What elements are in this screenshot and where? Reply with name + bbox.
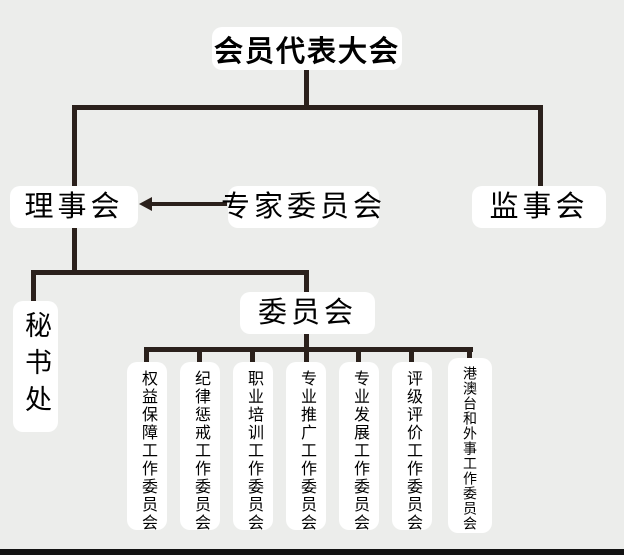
node-supervisory-board: 监事会 — [472, 186, 606, 228]
node-expert-committee: 专家委员会 — [221, 186, 382, 228]
node-member-congress: 会员代表大会 — [212, 27, 402, 70]
connector-secretariat-drop — [31, 270, 36, 304]
node-committee-discipline: 纪律惩戒工作委员会 — [180, 362, 220, 532]
node-secretariat-label: 秘书处 — [21, 311, 51, 422]
connector-committee-drop — [356, 347, 361, 363]
connector-committee-drop — [197, 347, 202, 363]
expert-arrow-line — [151, 202, 227, 206]
connector-hub-drop — [304, 270, 309, 296]
node-supervisory-board-label: 监事会 — [489, 190, 589, 223]
connector-council-drop — [72, 105, 77, 189]
connector-committee-drop — [467, 347, 472, 359]
connector-committee-drop — [250, 347, 255, 363]
connector-level1-horizontal — [72, 105, 543, 110]
node-committee-label: 专业发展工作委员会 — [351, 370, 368, 532]
arrow-left-icon — [139, 197, 152, 211]
node-committee-hub: 委员会 — [240, 292, 375, 334]
node-committee-label: 港澳台和外事工作委员会 — [462, 366, 478, 531]
node-committee-label: 评级评价工作委员会 — [404, 370, 421, 532]
node-committee-hk-macao-taiwan-foreign-affairs: 港澳台和外事工作委员会 — [448, 358, 492, 533]
node-council: 理事会 — [10, 186, 138, 228]
node-committee-vocational-training: 职业培训工作委员会 — [233, 362, 273, 532]
node-secretariat: 秘书处 — [13, 301, 58, 432]
node-committee-professional-promotion: 专业推广工作委员会 — [286, 362, 326, 532]
connector-supervisory-drop — [538, 105, 543, 189]
node-committee-rights-protection: 权益保障工作委员会 — [127, 362, 167, 532]
node-council-label: 理事会 — [24, 190, 124, 223]
node-expert-committee-label: 专家委员会 — [221, 190, 387, 223]
node-committee-label: 专业推广工作委员会 — [298, 370, 315, 532]
connector-committee-drop — [144, 347, 149, 363]
connector-council-stem — [72, 227, 77, 275]
connector-hub-stem — [304, 333, 309, 352]
node-committee-professional-development: 专业发展工作委员会 — [339, 362, 379, 532]
node-committee-label: 纪律惩戒工作委员会 — [192, 370, 209, 532]
node-committee-hub-label: 委员会 — [257, 296, 357, 329]
node-committee-rating-evaluation: 评级评价工作委员会 — [392, 362, 432, 532]
connector-committee-drop — [409, 347, 414, 363]
bottom-border-line — [0, 549, 624, 555]
node-committee-label: 职业培训工作委员会 — [245, 370, 262, 532]
node-member-congress-label: 会员代表大会 — [213, 35, 400, 68]
connector-committee-drop — [304, 347, 309, 363]
node-committee-label: 权益保障工作委员会 — [139, 370, 156, 532]
connector-root-stem — [304, 68, 309, 110]
connector-level2-horizontal — [31, 270, 309, 275]
